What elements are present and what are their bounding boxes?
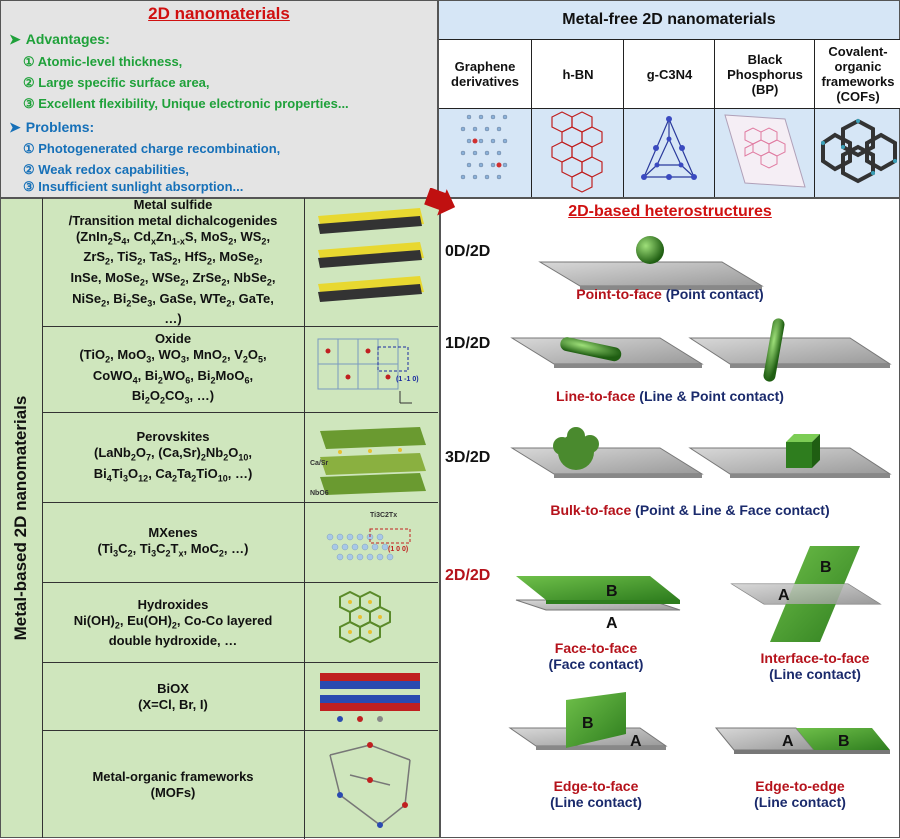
column-header: Black Phosphorus (BP) (715, 39, 815, 109)
row-title: Metal sulfide (133, 196, 213, 212)
metal-based-panel (0, 198, 440, 838)
metal-based-vertical-label: Metal-based 2D nanomaterials (11, 395, 30, 641)
svg-text:A: A (630, 733, 642, 750)
bulk-to-face-diagram (510, 427, 892, 478)
cof-structure-image (821, 118, 897, 184)
black-phosphorus-structure-image (724, 114, 806, 188)
line-to-face-caption: Line-to-face (Line & Point contact) (556, 388, 784, 404)
cof-column: Covalent-organic frameworks (COFs) (814, 39, 900, 197)
mxenes-row: MXenes (Ti3C2, Ti3C2Tx, MoC2, …) Ti3C2Tx… (42, 502, 438, 583)
interface-to-face-caption: Interface-to-face(Line contact) (760, 650, 870, 682)
advantage-item: ③ Excellent flexibility, Unique electron… (23, 96, 349, 111)
dim-label-3d2d: 3D/2D (445, 449, 491, 466)
bulk-to-face-caption: Bulk-to-face (Point & Line & Face contac… (550, 502, 830, 518)
svg-text:B: B (838, 733, 850, 750)
svg-text:(1 0 0): (1 0 0) (388, 546, 408, 553)
dim-label-1d2d: 1D/2D (445, 335, 491, 352)
layered-sulfide-image (318, 208, 424, 302)
svg-text:B: B (606, 583, 618, 600)
edge-to-edge-diagram: A B (714, 727, 890, 754)
mof-structure-image (329, 742, 411, 828)
problems-heading: ➤Problems: (9, 119, 95, 135)
column-header: Graphene derivatives (439, 39, 531, 109)
dim-label-2d2d: 2D/2D (445, 567, 491, 584)
svg-text:A: A (606, 615, 618, 632)
row-title: Metal-organic frameworks (92, 769, 254, 784)
biox-row: BiOX (X=Cl, Br, I) (42, 662, 438, 731)
svg-text:A: A (782, 733, 794, 750)
biox-structure-image (320, 673, 420, 722)
hydroxide-structure-image (339, 590, 391, 644)
point-to-face-diagram (538, 236, 764, 290)
point-to-face-caption: Point-to-face (Point contact) (576, 286, 764, 302)
metal-free-panel: Metal-free 2D nanomaterials Graphene der… (438, 0, 900, 198)
gc3n4-column: g-C3N4 (623, 39, 715, 197)
perovskite-structure-image: Ca/Sr NbO6 (310, 427, 426, 497)
column-header: g-C3N4 (624, 39, 715, 109)
gc3n4-structure-image (641, 116, 697, 180)
graphene-column: Graphene derivatives (439, 39, 531, 197)
row-title: Perovskites (136, 429, 210, 445)
row-title: MXenes (148, 524, 198, 540)
column-header: Covalent-organic frameworks (COFs) (815, 39, 900, 109)
hydroxides-row: Hydroxides Ni(OH)2, Eu(OH)2, Co-Co layer… (42, 582, 438, 663)
mxene-structure-image: Ti3C2Tx (1 0 0) (326, 512, 411, 561)
advantages-heading: ➤Advantages: (9, 31, 110, 47)
problem-item: ① Photogenerated charge recombination, (23, 141, 281, 156)
face-to-face-diagram: B A (515, 576, 681, 632)
problem-item: ③ Insufficient sunlight absorption... (23, 179, 244, 194)
column-header: h-BN (532, 39, 624, 109)
panel-title: Metal-free 2D nanomaterials (562, 11, 776, 28)
edge-to-face-caption: Edge-to-face(Line contact) (550, 778, 642, 810)
svg-text:B: B (820, 559, 832, 576)
problem-item: ② Weak redox capabilities, (23, 162, 190, 177)
edge-to-face-diagram: B A (508, 692, 668, 750)
oxide-row: Oxide (TiO2, MoO3, WO3, MnO2, V2O5, CoWO… (42, 326, 438, 413)
face-to-face-caption: Face-to-face(Face contact) (548, 640, 644, 672)
hbn-structure-image (551, 111, 603, 193)
advantage-item: ① Atomic-level thickness, (23, 54, 183, 69)
interface-to-face-diagram: A B (730, 546, 882, 642)
row-title: Hydroxides (137, 596, 209, 612)
svg-text:Ti3C2Tx: Ti3C2Tx (370, 512, 397, 519)
row-title: BiOX (157, 681, 189, 696)
advantage-item: ② Large specific surface area, (23, 75, 210, 90)
mofs-row: Metal-organic frameworks (MOFs) (42, 730, 438, 839)
metal-sulfide-row: Metal sulfide /Transition metal dichalco… (42, 196, 438, 326)
oxide-structure-image: (1 -1 0) (317, 338, 419, 404)
line-to-face-diagram (510, 318, 892, 382)
heterostructure-diagrams: B A A B B A A B (508, 236, 892, 754)
svg-text:NbO6: NbO6 (310, 490, 329, 497)
svg-text:(1 -1 0): (1 -1 0) (396, 376, 419, 383)
row-title: Oxide (154, 331, 192, 347)
arrow-icon (424, 188, 456, 216)
perovskites-row: Perovskites (LaNb2O7, (Ca,Sr)2Nb2O10, Bi… (42, 412, 438, 503)
advantages-problems-panel: 2D nanomaterials ➤Advantages: ① Atomic-l… (0, 0, 438, 198)
svg-text:B: B (582, 715, 594, 732)
edge-to-edge-caption: Edge-to-edge(Line contact) (754, 778, 846, 810)
svg-text:Ca/Sr: Ca/Sr (310, 460, 329, 467)
panel-title: 2D-based heterostructures (568, 203, 772, 220)
bp-column: Black Phosphorus (BP) (714, 39, 815, 197)
svg-text:A: A (778, 587, 790, 604)
chevron-right-icon: ➤ (9, 119, 21, 135)
panel-title: 2D nanomaterials (148, 4, 290, 23)
graphene-structure-image (460, 114, 508, 180)
dim-label-0d2d: 0D/2D (445, 243, 491, 260)
hbn-column: h-BN (531, 39, 624, 197)
chevron-right-icon: ➤ (9, 31, 21, 47)
